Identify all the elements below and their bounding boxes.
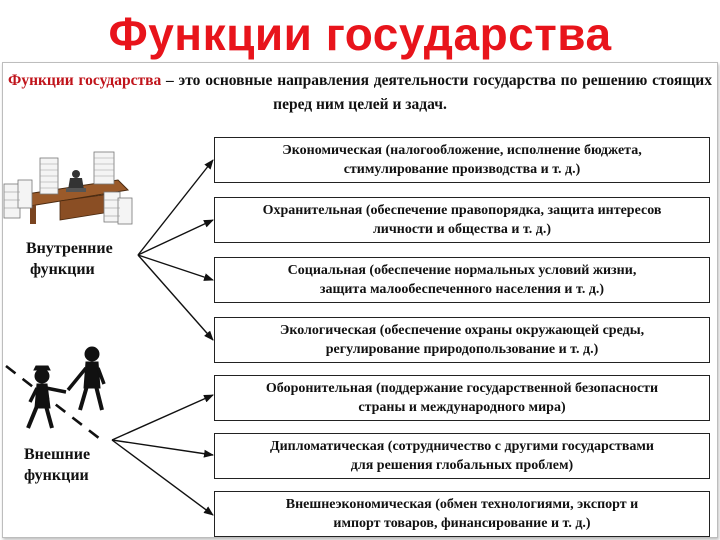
definition-term: Функции государства	[8, 72, 162, 89]
arrow-to-social	[137, 254, 214, 281]
arrow-to-protective	[137, 219, 214, 256]
function-box-defense: Оборонительная (поддержание государствен…	[214, 375, 710, 421]
function-box-economic: Экономическая (налогообложение, исполнен…	[214, 137, 710, 183]
function-box-foreign-economic: Внешнеэкономическая (обмен технологиями,…	[214, 491, 710, 537]
office-desk-paperwork-icon	[3, 151, 133, 225]
definition-text: Функции государства – это основные напра…	[8, 69, 712, 117]
arrow-to-economic	[137, 159, 214, 256]
page-title: Функции государства	[108, 8, 612, 60]
internal-functions-label: Внутренние функции	[26, 240, 113, 278]
function-box-social: Социальная (обеспечение нормальных услов…	[214, 257, 710, 303]
handshake-people-icon	[5, 346, 106, 444]
arrow-to-ecological	[137, 254, 214, 341]
definition-body: – это основные направления деятельности …	[161, 72, 712, 113]
function-box-protective: Охранительная (обеспечение правопорядка,…	[214, 197, 710, 243]
arrow-to-diplomatic	[111, 439, 214, 458]
external-functions-label: Внешние функции	[24, 446, 91, 484]
function-box-ecological: Экологическая (обеспечение охраны окружа…	[214, 317, 710, 363]
arrow-to-foreign-economic	[111, 439, 214, 516]
function-box-diplomatic: Дипломатическая (сотрудничество с другим…	[214, 433, 710, 479]
arrow-to-defense	[111, 394, 214, 441]
